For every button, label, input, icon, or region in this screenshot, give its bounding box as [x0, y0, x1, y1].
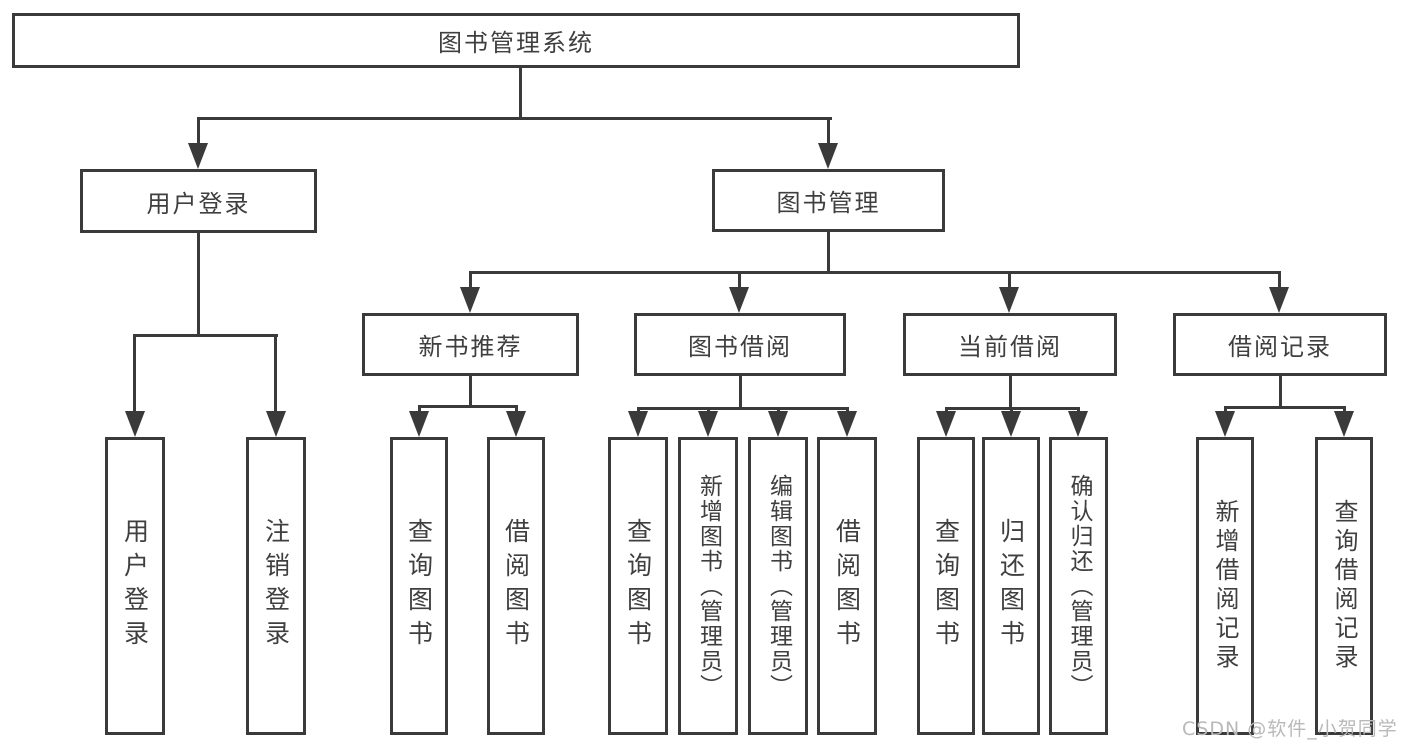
node-label: 图书借阅: [688, 333, 792, 361]
leaf-query-books-borrowing: 查询图书: [608, 437, 668, 735]
node-book-borrowing: 图书借阅: [634, 313, 846, 376]
arrowhead-icon: [729, 287, 749, 313]
connector-line: [515, 405, 518, 415]
leaf-label: 借阅图书: [832, 518, 862, 654]
leaf-query-borrow-record: 查询借阅记录: [1315, 437, 1373, 735]
connector-line: [197, 117, 200, 147]
arrowhead-icon: [628, 411, 648, 437]
arrowhead-icon: [1215, 411, 1235, 437]
connector-line: [637, 407, 849, 410]
arrowhead-icon: [999, 287, 1019, 313]
leaf-label: 用户登录: [120, 518, 150, 654]
leaf-label: 查询图书: [623, 518, 653, 654]
node-label: 新书推荐: [418, 333, 523, 361]
arrowhead-icon: [188, 143, 208, 169]
connector-line: [418, 405, 421, 415]
csdn-watermark: CSDN @软件_小贺同学: [1182, 718, 1398, 740]
connector-line: [1008, 271, 1011, 291]
node-user-login: 用户登录: [80, 169, 317, 233]
connector-line: [738, 271, 741, 291]
node-new-book-recommend: 新书推荐: [362, 313, 579, 376]
leaf-borrow-books: 借阅图书: [817, 437, 877, 735]
node-borrowing-records: 借阅记录: [1173, 313, 1387, 376]
arrowhead-icon: [837, 411, 857, 437]
leaf-label: 编辑图书（管理员）: [765, 473, 792, 699]
arrowhead-icon: [266, 411, 286, 437]
connector-line: [133, 334, 278, 337]
connector-line: [739, 376, 742, 410]
arrowhead-icon: [125, 411, 145, 437]
leaf-add-borrow-record: 新增借阅记录: [1196, 437, 1254, 735]
leaf-query-books-recommend: 查询图书: [390, 437, 448, 735]
leaf-confirm-return-admin: 确认归还（管理员）: [1049, 437, 1108, 735]
arrowhead-icon: [936, 411, 956, 437]
leaf-borrow-books-recommend: 借阅图书: [487, 437, 545, 735]
leaf-label: 查询图书: [931, 518, 961, 654]
arrowhead-icon: [506, 411, 526, 437]
leaf-label: 确认归还（管理员）: [1066, 473, 1092, 699]
arrowhead-icon: [698, 411, 718, 437]
arrowhead-icon: [409, 411, 429, 437]
arrowhead-icon: [1001, 411, 1021, 437]
leaf-label: 归还图书: [996, 518, 1026, 654]
connector-line: [827, 117, 830, 147]
connector-line: [519, 68, 522, 120]
leaf-label: 新增图书（管理员）: [695, 473, 722, 699]
arrowhead-icon: [1334, 411, 1354, 437]
arrowhead-icon: [460, 287, 480, 313]
connector-line: [133, 334, 136, 414]
connector-line: [1278, 271, 1281, 291]
connector-line: [197, 233, 200, 337]
arrowhead-icon: [1269, 287, 1289, 313]
leaf-label: 查询借阅记录: [1330, 499, 1358, 673]
node-label: 当前借阅: [958, 333, 1062, 361]
node-label: 图书管理: [776, 189, 881, 217]
node-label: 借阅记录: [1228, 333, 1332, 361]
leaf-label: 新增借阅记录: [1211, 499, 1239, 673]
connector-line: [1224, 406, 1227, 415]
connector-line: [1279, 376, 1282, 409]
connector-line: [1224, 406, 1346, 409]
leaf-label: 注销登录: [261, 518, 291, 654]
node-label: 用户登录: [146, 189, 251, 218]
connector-line: [1009, 376, 1012, 410]
node-label: 图书管理系统: [438, 29, 594, 57]
connector-line: [469, 271, 472, 291]
leaf-return-books: 归还图书: [982, 437, 1040, 735]
leaf-query-books-current: 查询图书: [917, 437, 975, 735]
connector-line: [469, 376, 472, 408]
connector-line: [827, 232, 830, 274]
connector-line: [274, 334, 277, 414]
arrowhead-icon: [818, 143, 838, 169]
node-system-root: 图书管理系统: [12, 13, 1020, 68]
connector-line: [418, 405, 518, 408]
leaf-user-login: 用户登录: [105, 437, 165, 735]
arrowhead-icon: [768, 411, 788, 437]
leaf-label: 借阅图书: [501, 518, 531, 654]
node-book-management: 图书管理: [712, 169, 945, 232]
connector-line: [1343, 406, 1346, 415]
leaf-edit-books-admin: 编辑图书（管理员）: [748, 437, 808, 735]
node-current-borrowing: 当前借阅: [903, 313, 1117, 376]
arrowhead-icon: [1068, 411, 1088, 437]
connector-line: [469, 271, 1281, 274]
connector-line: [197, 117, 832, 120]
leaf-add-books-admin: 新增图书（管理员）: [678, 437, 738, 735]
leaf-label: 查询图书: [404, 518, 434, 654]
leaf-logout: 注销登录: [246, 437, 306, 735]
